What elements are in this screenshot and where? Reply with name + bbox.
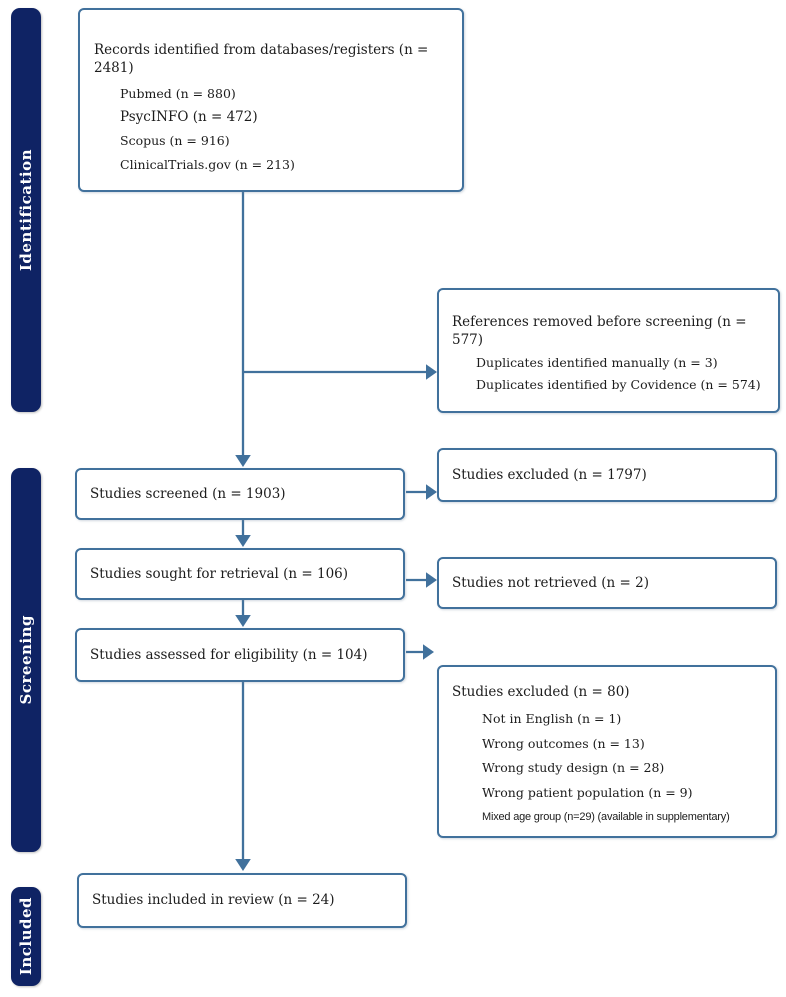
box-removed-item-manual: Duplicates identified manually (n = 3): [476, 355, 718, 371]
box-references-removed: References removed before screening (n =…: [437, 288, 780, 413]
box-studies-not-retrieved: Studies not retrieved (n = 2): [437, 557, 777, 609]
box-studies-sought: Studies sought for retrieval (n = 106): [75, 548, 405, 600]
box-studies-included: Studies included in review (n = 24): [77, 873, 407, 928]
box-excluded-item-outcomes: Wrong outcomes (n = 13): [482, 735, 645, 751]
box-excluded-assessed-title: Studies excluded (n = 80): [452, 684, 630, 700]
box-records-item-psycinfo: PsycINFO (n = 472): [120, 108, 258, 125]
box-assessed-title: Studies assessed for eligibility (n = 10…: [90, 646, 368, 663]
box-records-item-pubmed: Pubmed (n = 880): [120, 86, 236, 102]
box-studies-excluded-assessed: Studies excluded (n = 80) Not in English…: [437, 665, 777, 838]
stage-identification: Identification: [11, 8, 41, 412]
box-records-identified: Records identified from databases/regist…: [78, 8, 464, 192]
box-records-item-clinicaltrials: ClinicalTrials.gov (n = 213): [120, 156, 295, 172]
box-removed-title: References removed before screening (n =…: [452, 314, 747, 349]
arrowhead-into-sought: [235, 535, 251, 547]
box-records-title: Records identified from databases/regist…: [94, 42, 429, 77]
box-records-item-scopus: Scopus (n = 916): [120, 133, 230, 149]
box-excluded-item-mixed-age: Mixed age group (n=29) (available in sup…: [482, 811, 730, 824]
arrowhead-into-removed: [426, 364, 437, 380]
box-not-retrieved-title: Studies not retrieved (n = 2): [452, 574, 649, 591]
arrowhead-into-assessed: [235, 615, 251, 627]
stage-screening: Screening: [11, 468, 41, 852]
stage-included-label: Included: [17, 897, 35, 976]
arrowhead-into-excluded-screened: [426, 484, 437, 500]
arrowhead-into-notretrieved: [426, 572, 437, 588]
stage-screening-label: Screening: [17, 615, 35, 705]
arrowhead-into-included: [235, 859, 251, 871]
box-excluded-screened-title: Studies excluded (n = 1797): [452, 466, 647, 483]
box-removed-item-covidence: Duplicates identified by Covidence (n = …: [476, 377, 761, 393]
stage-included: Included: [11, 887, 41, 986]
arrowhead-into-screened: [235, 455, 251, 467]
box-excluded-item-english: Not in English (n = 1): [482, 711, 622, 727]
box-excluded-item-design: Wrong study design (n = 28): [482, 760, 665, 776]
box-included-title: Studies included in review (n = 24): [92, 892, 335, 909]
stage-identification-label: Identification: [17, 148, 35, 272]
box-screened-title: Studies screened (n = 1903): [90, 485, 286, 502]
box-studies-screened: Studies screened (n = 1903): [75, 468, 405, 520]
box-studies-assessed: Studies assessed for eligibility (n = 10…: [75, 628, 405, 682]
box-studies-excluded-screened: Studies excluded (n = 1797): [437, 448, 777, 502]
arrowhead-into-excluded-assessed: [423, 644, 434, 660]
box-excluded-item-population: Wrong patient population (n = 9): [482, 784, 693, 800]
box-sought-title: Studies sought for retrieval (n = 106): [90, 565, 349, 582]
